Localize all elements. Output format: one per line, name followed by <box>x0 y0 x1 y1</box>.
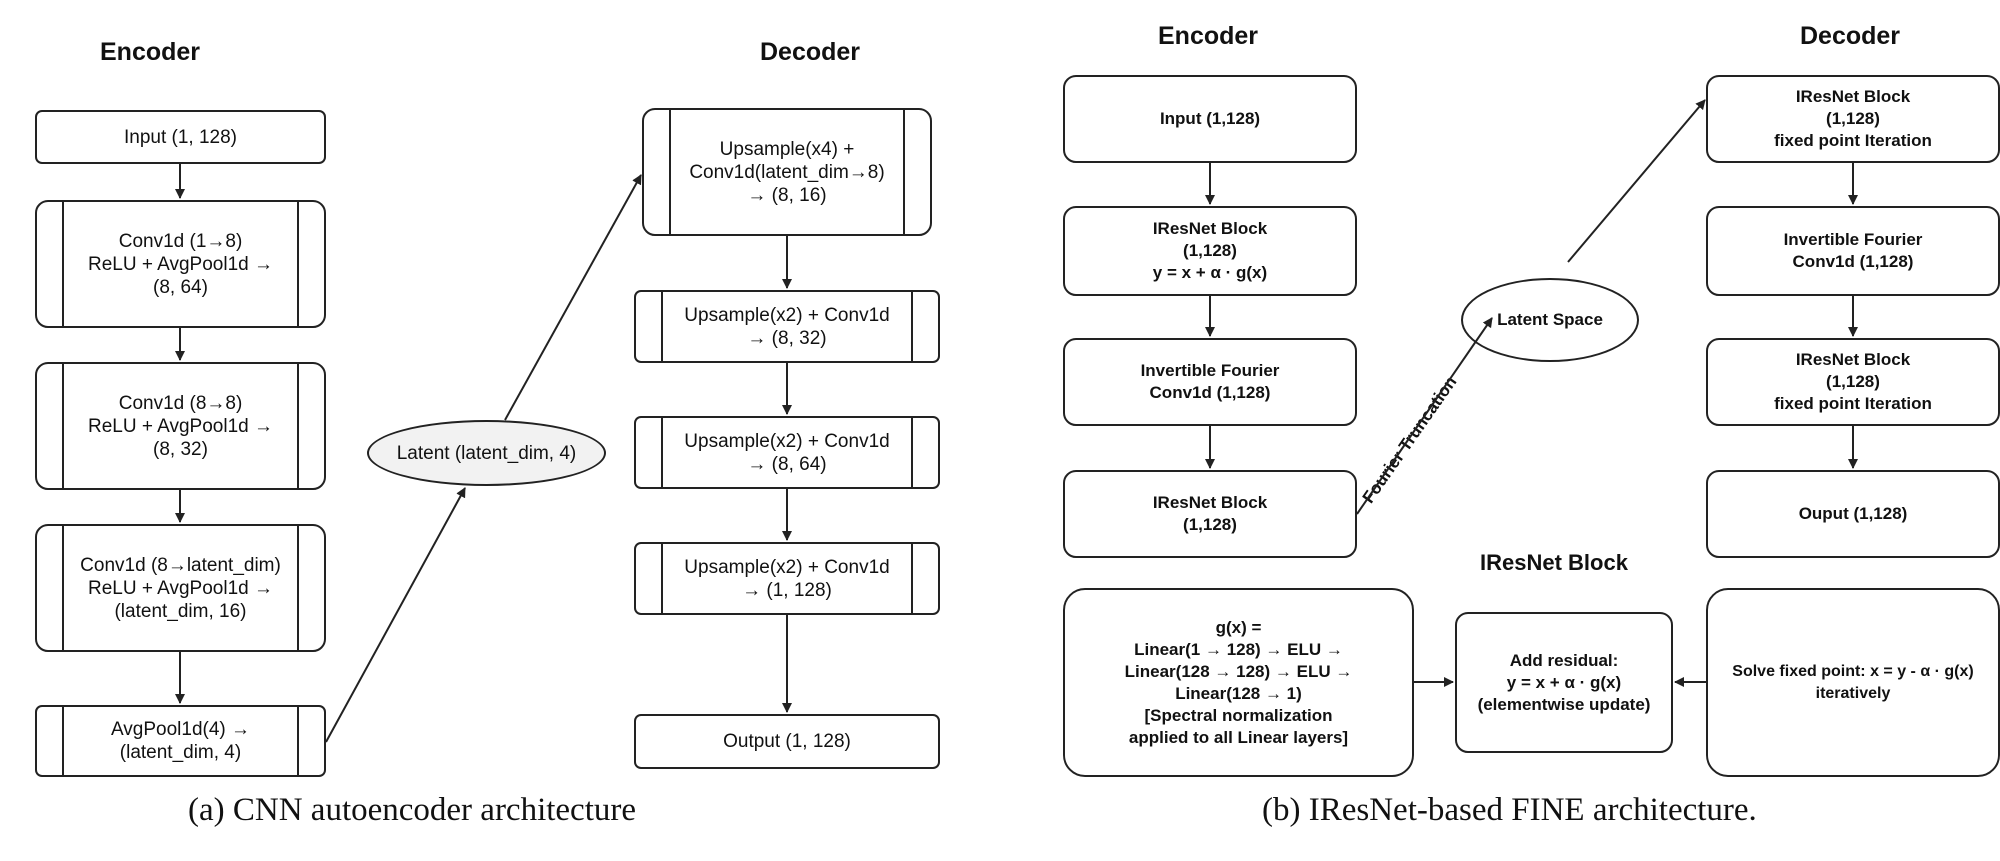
cnn-encoder-conv2-box: Conv1d (8→8) ReLU + AvgPool1d → (8, 32) <box>35 362 326 490</box>
fine-arrow-block2-latent <box>1356 317 1493 515</box>
add-residual-box: Add residual: y = x + α · g(x) (elementw… <box>1455 612 1673 753</box>
fine-latent-ellipse: Latent Space <box>1461 278 1639 362</box>
fine-encoder-iresnet-block-1: IResNet Block (1,128) y = x + α · g(x) <box>1063 206 1357 296</box>
fine-decoder-iresnet-block-1: IResNet Block (1,128) fixed point Iterat… <box>1706 75 2000 163</box>
cnn-encoder-title: Encoder <box>100 38 201 66</box>
fine-encoder-title: Encoder <box>1158 22 1259 50</box>
cnn-encoder-conv1-box: Conv1d (1→8) ReLU + AvgPool1d → (8, 64) <box>35 200 326 328</box>
cnn-arrow-pool-latent <box>325 487 466 743</box>
cnn-output-box: Output (1, 128) <box>634 714 940 769</box>
fine-input-box: Input (1,128) <box>1063 75 1357 163</box>
cnn-decoder-title: Decoder <box>760 38 861 66</box>
cnn-latent-label: Latent (latent_dim, 4) <box>396 442 577 464</box>
cnn-encoder-conv3-box: Conv1d (8→latent_dim) ReLU + AvgPool1d →… <box>35 524 326 652</box>
fine-latent-label: Latent Space <box>1497 310 1603 329</box>
fine-arrow-latent-decblock1 <box>1567 99 1706 263</box>
cnn-decoder-upsample3-box: Upsample(x2) + Conv1d → (8, 64) <box>634 416 940 489</box>
cnn-caption: (a) CNN autoencoder architecture <box>188 792 637 828</box>
cnn-encoder-pool-box: AvgPool1d(4) → (latent_dim, 4) <box>35 705 326 777</box>
fine-encoder-fourier-box: Invertible Fourier Conv1d (1,128) <box>1063 338 1357 426</box>
cnn-decoder-upsample4-box: Upsample(x2) + Conv1d → (1, 128) <box>634 542 940 615</box>
fine-decoder-fourier-box: Invertible Fourier Conv1d (1,128) <box>1706 206 2000 296</box>
solve-fixed-point-box: Solve fixed point: x = y - α · g(x) iter… <box>1706 588 2000 777</box>
g-function-box: g(x) = Linear(1 → 128) → ELU → Linear(12… <box>1063 588 1414 777</box>
cnn-decoder-upsample1-box: Upsample(x4) + Conv1d(latent_dim→8) → (8… <box>642 108 932 236</box>
fine-output-box: Ouput (1,128) <box>1706 470 2000 558</box>
cnn-input-box: Input (1, 128) <box>35 110 326 164</box>
cnn-decoder-upsample2-box: Upsample(x2) + Conv1d → (8, 32) <box>634 290 940 363</box>
cnn-arrow-latent-dec1 <box>504 174 642 421</box>
fine-encoder-iresnet-block-2: IResNet Block (1,128) <box>1063 470 1357 558</box>
fine-caption: (b) IResNet-based FINE architecture. <box>1262 792 1757 828</box>
cnn-latent-ellipse: Latent (latent_dim, 4) <box>367 420 606 486</box>
iresnet-block-title: IResNet Block <box>1480 550 1628 575</box>
fine-decoder-title: Decoder <box>1800 22 1901 50</box>
fine-decoder-iresnet-block-2: IResNet Block (1,128) fixed point Iterat… <box>1706 338 2000 426</box>
